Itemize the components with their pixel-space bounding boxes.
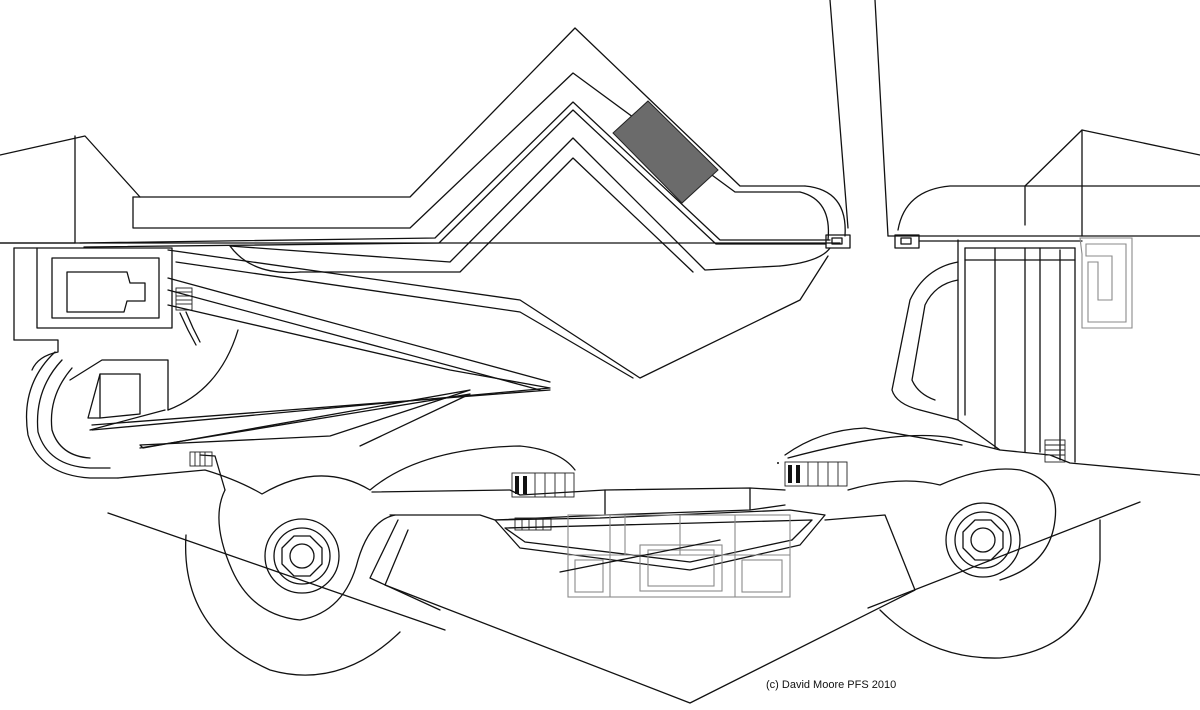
east-bastion [787,0,1200,476]
parade-corridors [91,249,829,449]
stair-south-west [511,472,575,498]
south-front [107,427,1141,704]
stair-south-east [784,461,848,487]
west-bastion [0,135,239,479]
tower-east [847,468,1141,659]
guardhouse-stair [175,287,193,311]
north-rampart [0,27,851,274]
tower-west [107,489,446,676]
copyright-credit: (c) David Moore PFS 2010 [766,679,897,691]
gun-platform-block [612,100,719,204]
magazine-rooms [567,514,791,598]
